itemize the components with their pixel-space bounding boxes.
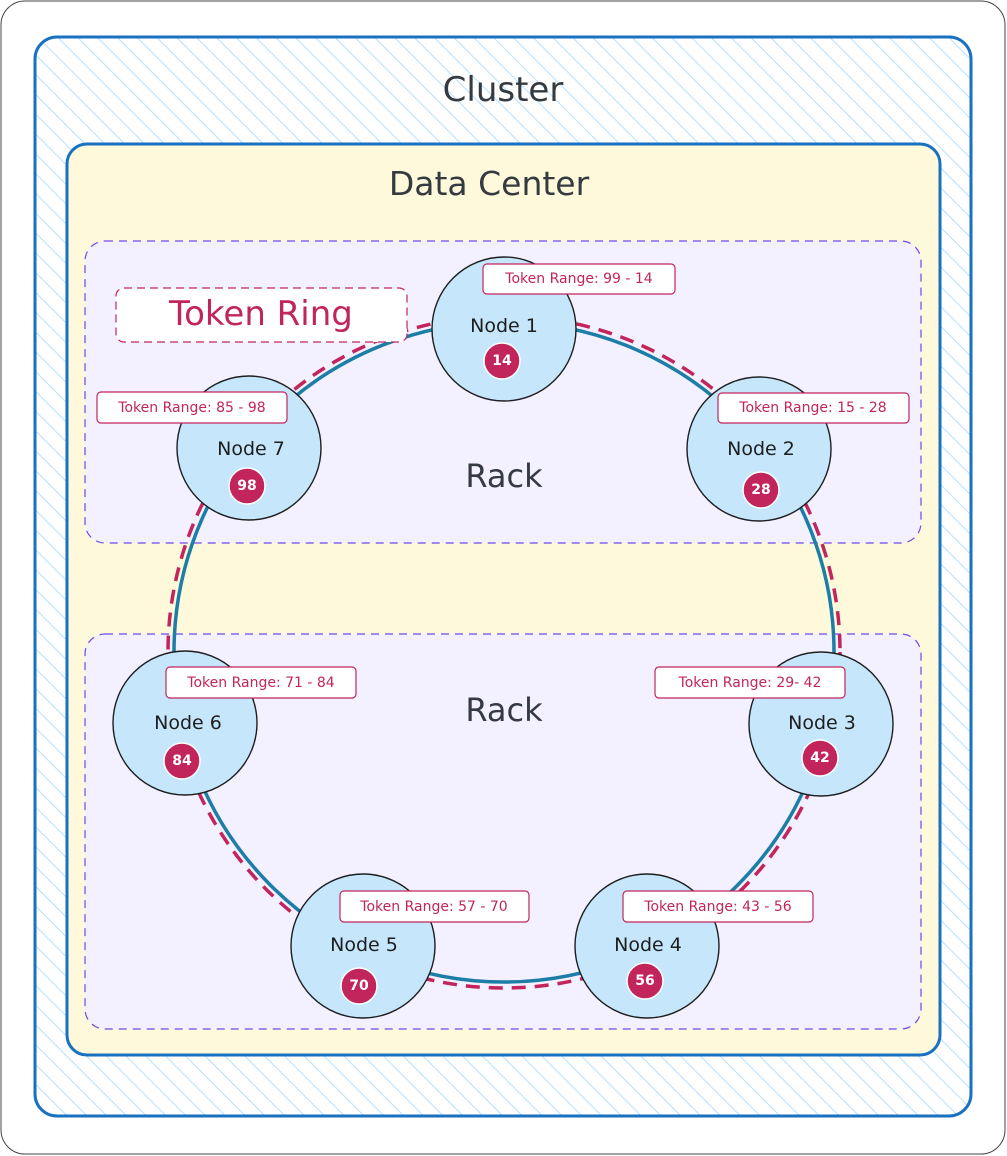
node-label: Node 4	[614, 934, 682, 956]
node-label: Node 1	[470, 315, 538, 337]
range-label-node-2: Token Range: 15 - 28	[717, 392, 910, 424]
token-value: 98	[237, 478, 256, 494]
token-value: 56	[635, 973, 654, 989]
range-label-text: Token Range: 15 - 28	[738, 400, 886, 416]
token-value: 70	[349, 978, 369, 994]
token-badge	[163, 742, 201, 780]
token-ring-label-box	[115, 287, 408, 343]
token-badge	[801, 739, 839, 777]
token-value: 84	[172, 753, 192, 769]
range-label-node-3: Token Range: 29- 42	[654, 666, 846, 699]
token-value: 42	[810, 750, 829, 766]
node-label: Node 6	[154, 712, 222, 734]
rack-top-label: Rack	[465, 457, 543, 495]
range-label-box	[165, 666, 357, 699]
token-ring-dashed	[166, 314, 842, 990]
range-label-box	[482, 263, 676, 295]
token-badge	[340, 967, 378, 1005]
range-label-node-4: Token Range: 43 - 56	[622, 890, 814, 923]
range-label-node-1: Token Range: 99 - 14	[482, 263, 676, 295]
range-label-text: Token Range: 57 - 70	[359, 899, 507, 915]
range-label-box	[654, 666, 846, 699]
range-label-text: Token Range: 85 - 98	[117, 400, 265, 416]
node-label: Node 7	[217, 438, 285, 460]
rack-bottom-label: Rack	[465, 691, 543, 729]
range-label-box	[717, 392, 910, 424]
range-label-node-5: Token Range: 57 - 70	[339, 890, 530, 923]
range-label-text: Token Range: 99 - 14	[504, 271, 652, 287]
range-label-box	[96, 391, 288, 424]
range-label-node-6: Token Range: 71 - 84	[165, 666, 357, 699]
node-label: Node 5	[330, 934, 398, 956]
range-label-node-7: Token Range: 85 - 98	[96, 391, 288, 424]
range-label-text: Token Range: 71 - 84	[186, 675, 334, 691]
node-label: Node 2	[727, 438, 795, 460]
range-label-text: Token Range: 43 - 56	[643, 899, 791, 915]
token-value: 28	[751, 482, 770, 498]
range-label-text: Token Range: 29- 42	[678, 675, 822, 691]
token-ring-label: Token Ring	[168, 294, 353, 334]
token-badge	[228, 467, 266, 505]
range-label-box	[622, 890, 814, 923]
token-badge	[483, 342, 521, 380]
token-value: 14	[492, 353, 512, 369]
token-badge	[626, 962, 664, 1000]
token-badge	[742, 471, 780, 509]
cluster-title: Cluster	[443, 70, 564, 110]
range-label-box	[339, 890, 530, 923]
data-center-title: Data Center	[389, 164, 590, 203]
node-label: Node 3	[788, 712, 856, 734]
